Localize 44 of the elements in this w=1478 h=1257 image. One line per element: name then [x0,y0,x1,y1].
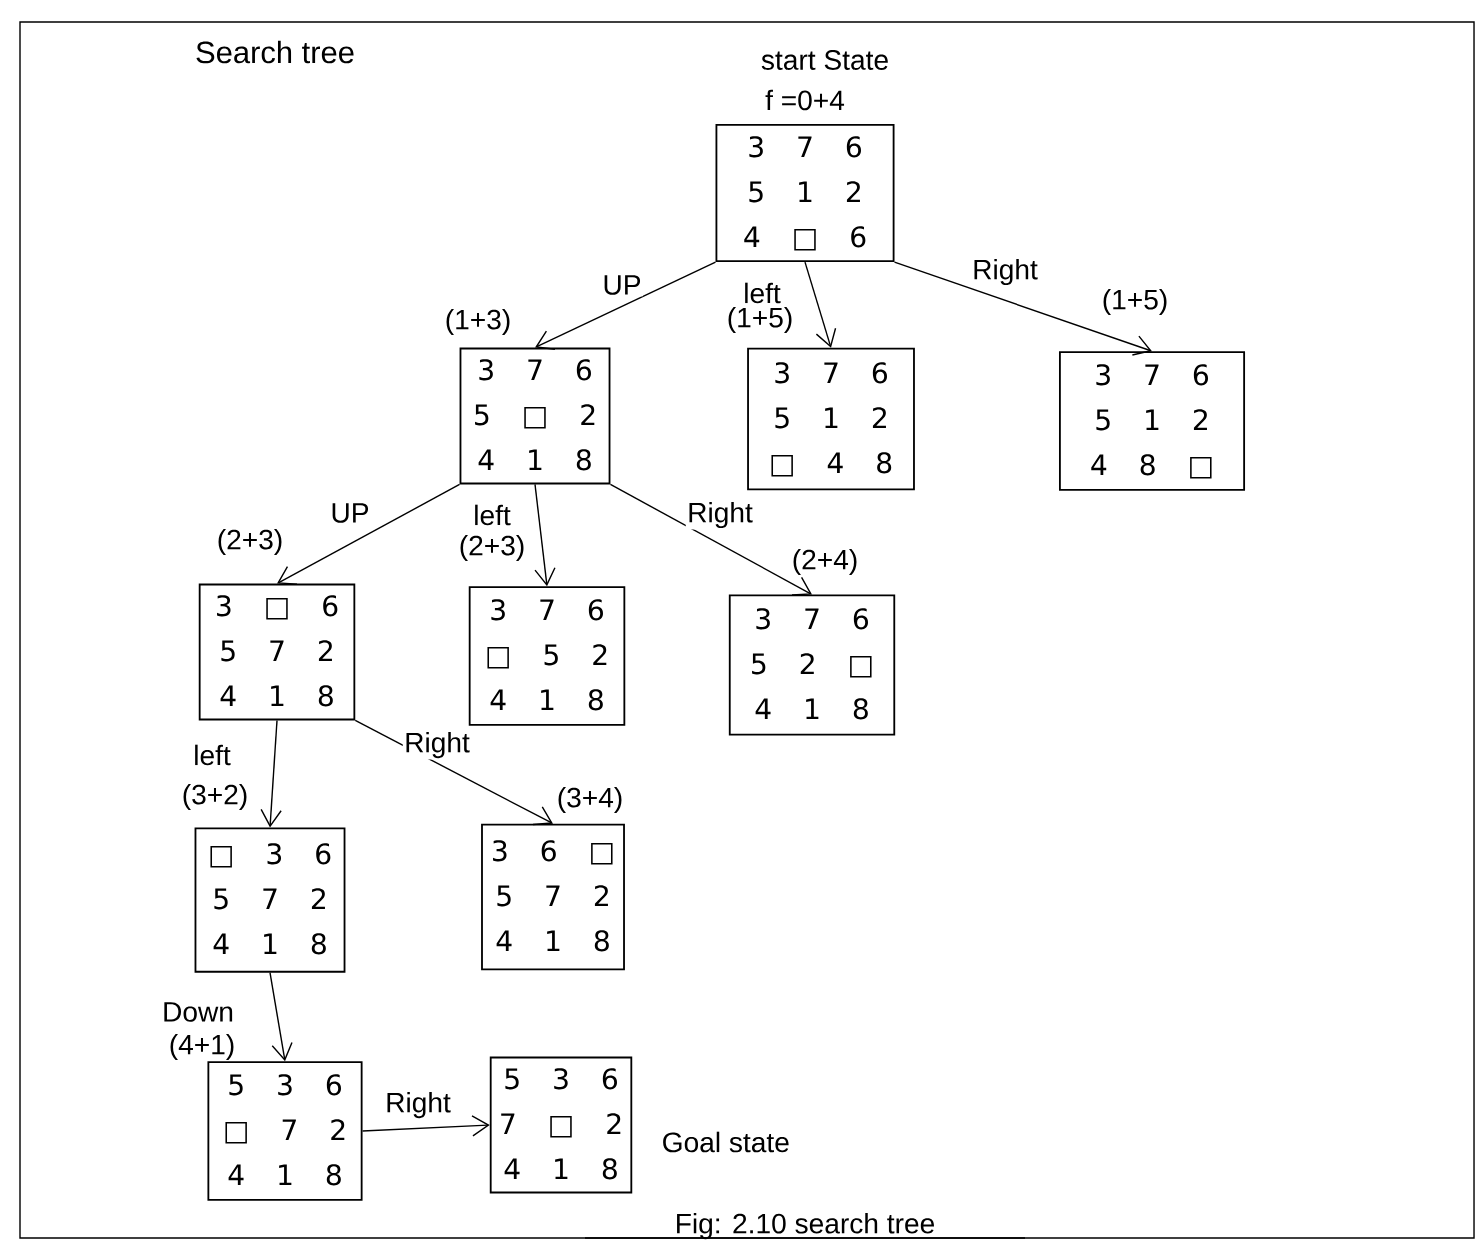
puzzle-box: 3 7 6 □ 5 2 4 1 8 [468,586,626,726]
puzzle-box: 3 6 □ 5 7 2 4 1 8 [481,823,625,971]
cost-label: (4+1) [170,1033,234,1061]
edge-label: left [471,503,513,527]
state-label: start State [761,50,888,70]
edge-label: Right [402,730,472,760]
arrow [609,483,812,596]
puzzle-box: 3 7 6 5 1 2 □ 4 8 [747,347,915,491]
arrow [535,261,717,350]
edge-label: UP [329,501,371,525]
caption: Fig: 2.10 search tree [677,1212,934,1240]
arrow [354,719,553,826]
puzzle-box: 3 7 6 5 1 2 4 □ 6 [715,123,895,263]
edge-label: Down [160,1000,236,1024]
cost-label: (3+4) [558,786,622,814]
state-label: Goal state [663,1131,789,1153]
cost-label: (1+5) [1103,288,1167,316]
cost-label: (3+2) [183,783,247,811]
cost-label: (2+4) [793,548,857,576]
edge-label: Right [970,257,1040,287]
arrow [260,719,282,828]
puzzle-box: 3 7 6 5 2 □ 4 1 8 [728,594,896,736]
puzzle-box: 5 3 6 7 □ 2 4 1 8 [489,1056,633,1194]
cost-label: (1+5) [728,306,792,334]
cost-label: (2+3) [218,528,282,556]
arrow [269,971,293,1062]
arrow [804,261,837,348]
cost-label: (1+3) [446,308,510,336]
arrow [893,261,1152,356]
edge-label: Right [685,500,755,530]
edge-label: Right [383,1090,453,1120]
cost-label: (2+3) [460,534,524,562]
puzzle-box: □ 3 6 5 7 2 4 1 8 [194,827,346,973]
puzzle-box: 3 7 6 5 1 2 4 8 □ [1059,351,1246,491]
arrow [534,483,556,587]
edge-label: left [191,743,233,767]
puzzle-box: 3 □ 6 5 7 2 4 1 8 [198,583,356,721]
arrow [361,1115,490,1137]
cost-label: f =0+4 [765,89,845,111]
arrow [277,483,461,585]
edge-label: UP [601,273,643,297]
puzzle-box: 5 3 6 □ 7 2 4 1 8 [207,1061,363,1201]
edge-label: left [741,281,783,305]
title: Search tree [196,40,354,64]
